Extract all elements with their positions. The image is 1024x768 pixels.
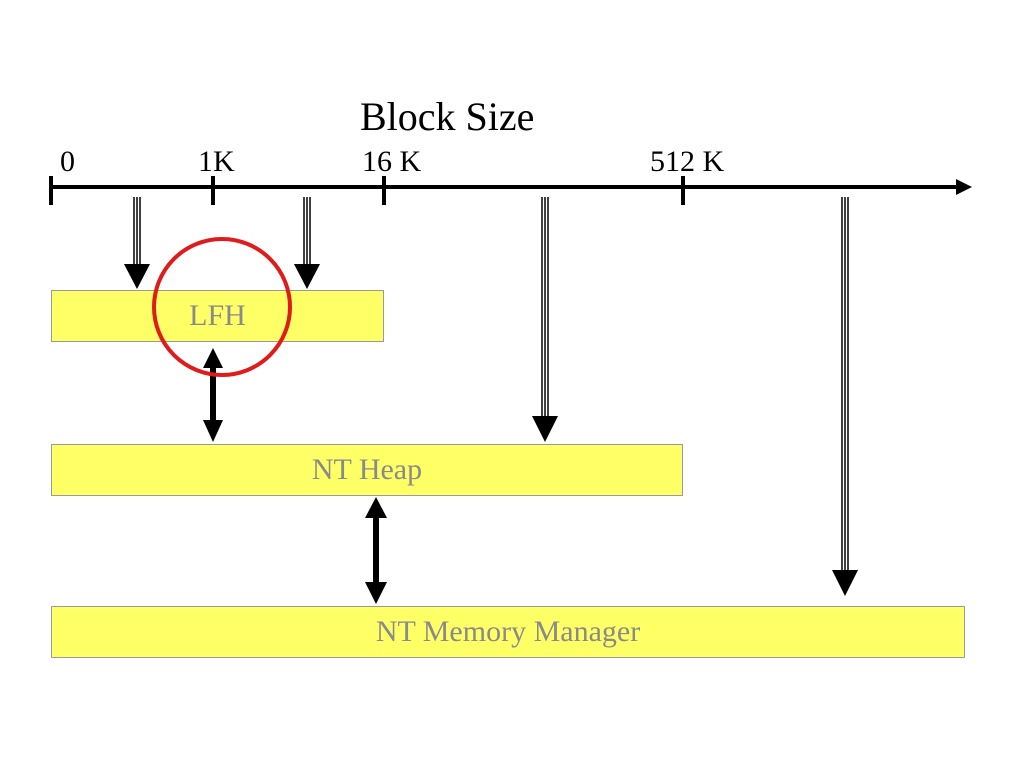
nt-memory-manager-box: NT Memory Manager	[51, 606, 965, 658]
nt-memory-manager-label: NT Memory Manager	[375, 615, 641, 648]
arrow-medium-blocks-to-lfh	[294, 197, 320, 289]
diagram-title: Block Size	[360, 94, 535, 139]
tick-label-512k: 512 K	[650, 145, 725, 178]
arrow-huge-blocks-to-memory-manager	[832, 197, 858, 596]
arrow-lfh-nt-heap-bidirectional	[203, 348, 223, 442]
nt-heap-label: NT Heap	[311, 453, 423, 486]
tick-label-0: 0	[60, 145, 75, 178]
nt-heap-box: NT Heap	[51, 444, 683, 496]
tick-label-1k: 1K	[198, 145, 235, 178]
arrow-nt-heap-memory-manager-bidirectional	[365, 497, 387, 604]
lfh-box: LFH	[51, 290, 384, 342]
lfh-label: LFH	[189, 299, 246, 332]
arrow-large-blocks-to-nt-heap	[532, 197, 558, 442]
axis-arrowhead-icon	[956, 179, 972, 195]
arrow-small-blocks-to-lfh	[124, 197, 150, 289]
tick-label-16k: 16 K	[362, 145, 422, 178]
